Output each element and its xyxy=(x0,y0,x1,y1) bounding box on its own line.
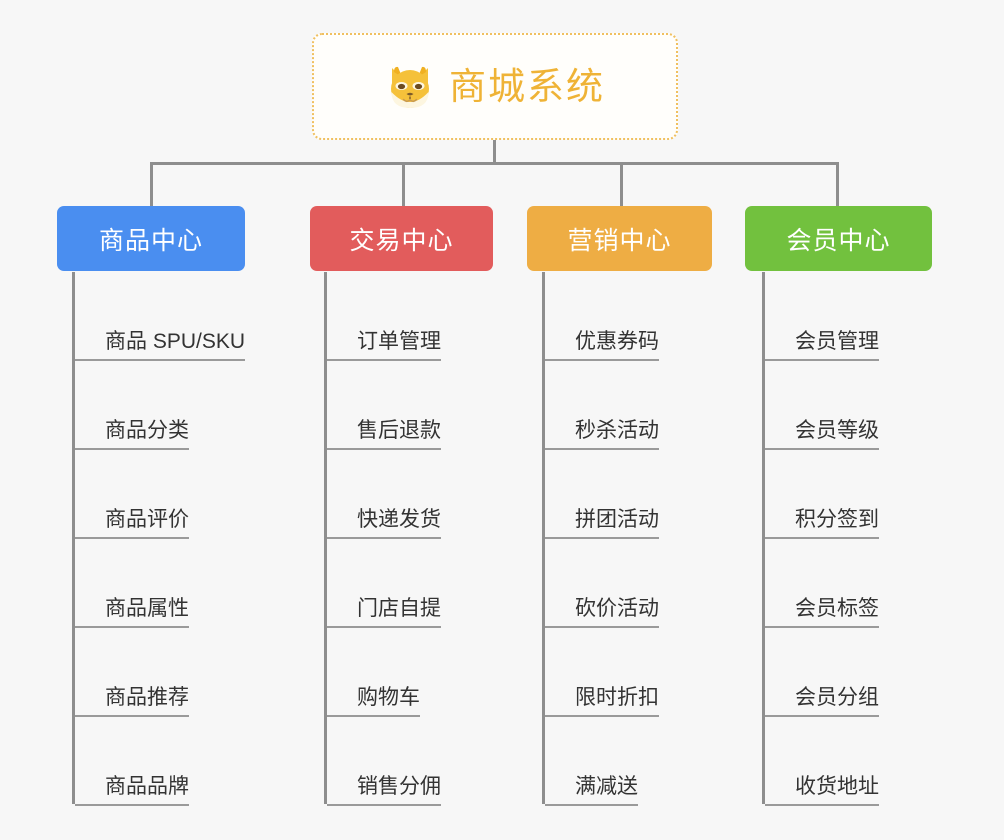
column-header-label: 营销中心 xyxy=(567,226,672,255)
leaf-item[interactable]: 拼团活动 xyxy=(545,450,659,539)
leaf-item[interactable]: 商品推荐 xyxy=(75,628,189,717)
leaf-item[interactable]: 商品品牌 xyxy=(75,717,189,806)
horizontal-bus-line xyxy=(150,162,839,165)
leaf-item-label: 售后退款 xyxy=(327,419,441,450)
leaf-item[interactable]: 积分签到 xyxy=(765,450,879,539)
column-spine xyxy=(762,272,765,804)
leaf-item-label: 收货地址 xyxy=(765,775,879,806)
leaf-item-label: 商品分类 xyxy=(75,419,189,450)
drop-line-col-2 xyxy=(402,162,405,207)
column-spine xyxy=(72,272,75,804)
leaf-item-label: 订单管理 xyxy=(327,330,441,361)
drop-line-col-4 xyxy=(836,162,839,207)
leaf-item[interactable]: 秒杀活动 xyxy=(545,361,659,450)
column-header-label: 会员中心 xyxy=(786,226,891,255)
leaf-item[interactable]: 满减送 xyxy=(545,717,638,806)
leaf-item[interactable]: 商品 SPU/SKU xyxy=(75,272,246,361)
leaf-item-label: 会员分组 xyxy=(765,686,879,717)
leaf-item[interactable]: 门店自提 xyxy=(327,539,441,628)
column-header-trade[interactable]: 交易中心 xyxy=(310,206,493,271)
leaf-item-label: 优惠券码 xyxy=(545,330,659,361)
root-title: 商城系统 xyxy=(449,66,605,107)
drop-line-col-1 xyxy=(150,162,153,207)
leaf-item-label: 砍价活动 xyxy=(545,597,659,628)
leaf-item[interactable]: 商品分类 xyxy=(75,361,189,450)
leaf-item-label: 商品评价 xyxy=(75,508,189,539)
leaf-item[interactable]: 商品评价 xyxy=(75,450,189,539)
leaf-item-label: 购物车 xyxy=(327,686,420,717)
leaf-item-label: 商品推荐 xyxy=(75,686,189,717)
leaf-item-label: 拼团活动 xyxy=(545,508,659,539)
leaf-item-label: 满减送 xyxy=(545,775,638,806)
leaf-item-label: 商品属性 xyxy=(75,597,189,628)
drop-line-col-3 xyxy=(620,162,623,207)
column-header-member[interactable]: 会员中心 xyxy=(745,206,932,271)
leaf-item[interactable]: 会员管理 xyxy=(765,272,879,361)
root-stem-line xyxy=(493,140,496,164)
column-header-marketing[interactable]: 营销中心 xyxy=(527,206,712,271)
leaf-item[interactable]: 购物车 xyxy=(327,628,420,717)
dog-face-icon xyxy=(391,66,429,108)
leaf-item[interactable]: 优惠券码 xyxy=(545,272,659,361)
leaf-item-label: 秒杀活动 xyxy=(545,419,659,450)
column-header-product[interactable]: 商品中心 xyxy=(57,206,245,271)
leaf-item[interactable]: 快递发货 xyxy=(327,450,441,539)
leaf-item[interactable]: 售后退款 xyxy=(327,361,441,450)
column-header-label: 交易中心 xyxy=(349,226,454,255)
column-spine xyxy=(542,272,545,804)
leaf-item[interactable]: 限时折扣 xyxy=(545,628,659,717)
column-spine xyxy=(324,272,327,804)
leaf-item-label: 会员标签 xyxy=(765,597,879,628)
leaf-item[interactable]: 砍价活动 xyxy=(545,539,659,628)
leaf-item[interactable]: 订单管理 xyxy=(327,272,441,361)
leaf-item-label: 商品品牌 xyxy=(75,775,189,806)
leaf-item[interactable]: 会员标签 xyxy=(765,539,879,628)
column-header-label: 商品中心 xyxy=(98,226,203,255)
leaf-item[interactable]: 销售分佣 xyxy=(327,717,441,806)
leaf-item-label: 快递发货 xyxy=(327,508,441,539)
leaf-item-label: 商品 SPU/SKU xyxy=(75,330,246,361)
root-node[interactable]: 商城系统 xyxy=(312,33,678,140)
leaf-item[interactable]: 商品属性 xyxy=(75,539,189,628)
leaf-item-label: 门店自提 xyxy=(327,597,441,628)
leaf-item[interactable]: 会员分组 xyxy=(765,628,879,717)
leaf-item-label: 会员管理 xyxy=(765,330,879,361)
leaf-item[interactable]: 会员等级 xyxy=(765,361,879,450)
leaf-item-label: 销售分佣 xyxy=(327,775,441,806)
leaf-item-label: 积分签到 xyxy=(765,508,879,539)
leaf-item-label: 限时折扣 xyxy=(545,686,659,717)
leaf-item-label: 会员等级 xyxy=(765,419,879,450)
leaf-item[interactable]: 收货地址 xyxy=(765,717,879,806)
